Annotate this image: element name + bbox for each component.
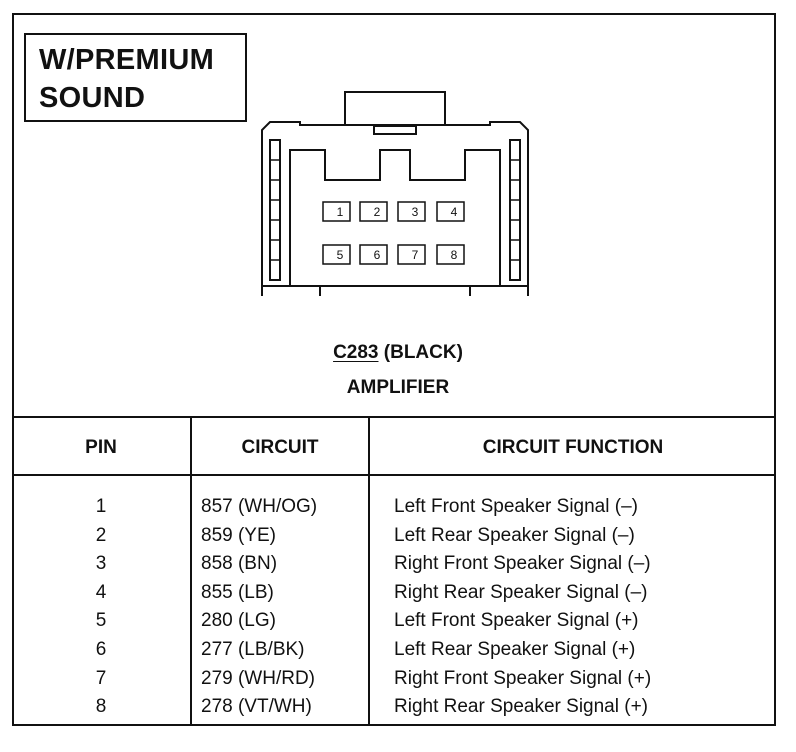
table-cell-circuit: 278 (VT/WH) — [201, 696, 312, 718]
pin-label-7: 7 — [412, 248, 419, 262]
header-pin: PIN — [85, 437, 117, 458]
pin-label-1: 1 — [337, 205, 344, 219]
pin-label-6: 6 — [374, 248, 381, 262]
pin-cavity-2 — [359, 201, 388, 222]
pin-label-5: 5 — [337, 248, 344, 262]
pin-label-8: 8 — [451, 248, 458, 262]
table-cell-function: Left Front Speaker Signal (+) — [394, 610, 639, 632]
connector-color: (BLACK) — [383, 342, 463, 363]
connector-housing-inner — [289, 149, 501, 287]
pin-cavity-4 — [436, 201, 465, 222]
header-circuit: CIRCUIT — [241, 437, 319, 458]
connector-right-rail — [509, 139, 521, 281]
table-cell-function: Right Rear Speaker Signal (–) — [394, 581, 648, 603]
table-cell-circuit: 277 (LB/BK) — [201, 638, 305, 660]
connector-id: C283 — [333, 342, 379, 363]
title-box: W/PREMIUM SOUND — [24, 33, 247, 122]
pin-cavity-1 — [322, 201, 351, 222]
table-column-divider-2 — [368, 416, 370, 726]
table-cell-circuit: 859 (YE) — [201, 524, 276, 546]
table-cell-function: Right Rear Speaker Signal (+) — [394, 696, 648, 718]
table-cell-function: Left Rear Speaker Signal (+) — [394, 638, 636, 660]
table-cell-circuit: 858 (BN) — [201, 553, 278, 575]
pin-cavity-3 — [397, 201, 426, 222]
circuit-column: 857 (WH/OG) 859 (YE) 858 (BN) 855 (LB) 2… — [201, 493, 317, 722]
table-cell-circuit: 280 (LG) — [201, 610, 276, 632]
table-column-divider-1 — [190, 416, 192, 726]
table-cell-circuit: 279 (WH/RD) — [201, 667, 316, 689]
connector-latch — [344, 91, 446, 125]
pin-label-2: 2 — [374, 205, 381, 219]
pin-cavity-5 — [322, 244, 351, 265]
table-cell-pin: 8 — [95, 696, 107, 718]
diagram-frame — [12, 13, 776, 726]
header-circuit-function: CIRCUIT FUNCTION — [482, 437, 664, 458]
table-cell-function: Right Front Speaker Signal (+) — [394, 667, 652, 689]
pin-column: 1 2 3 4 5 6 7 8 — [12, 493, 190, 722]
title-line-2: SOUND — [39, 82, 146, 114]
title-line-1: W/PREMIUM — [39, 44, 215, 76]
pin-cavity-7 — [397, 244, 426, 265]
connector-latch-tab — [373, 125, 417, 135]
table-cell-pin: 3 — [95, 553, 107, 575]
connector-drawing: 1 2 3 4 5 6 7 8 — [261, 91, 529, 296]
table-cell-function: Right Front Speaker Signal (–) — [394, 553, 651, 575]
table-top-divider — [12, 416, 776, 418]
table-cell-pin: 5 — [95, 610, 107, 632]
connector-housing-outer — [261, 121, 529, 296]
table-cell-pin: 2 — [95, 524, 107, 546]
table-header-divider — [12, 474, 776, 476]
pin-cavity-6 — [359, 244, 388, 265]
table-cell-pin: 4 — [95, 581, 107, 603]
table-cell-circuit: 855 (LB) — [201, 581, 274, 603]
table-cell-function: Left Front Speaker Signal (–) — [394, 496, 638, 517]
table-cell-pin: 6 — [95, 638, 107, 660]
table-cell-pin: 1 — [95, 496, 107, 517]
table-cell-circuit: 857 (WH/OG) — [201, 496, 318, 517]
component-name: AMPLIFIER — [346, 377, 450, 398]
connector-left-rail — [269, 139, 281, 281]
table-cell-pin: 7 — [95, 667, 107, 689]
connector-caption: C283 (BLACK) — [0, 342, 796, 364]
pin-cavity-8 — [436, 244, 465, 265]
function-column: Left Front Speaker Signal (–) Left Rear … — [394, 493, 651, 722]
table-cell-function: Left Rear Speaker Signal (–) — [394, 524, 635, 546]
pin-label-4: 4 — [451, 205, 458, 219]
pin-label-3: 3 — [412, 205, 419, 219]
